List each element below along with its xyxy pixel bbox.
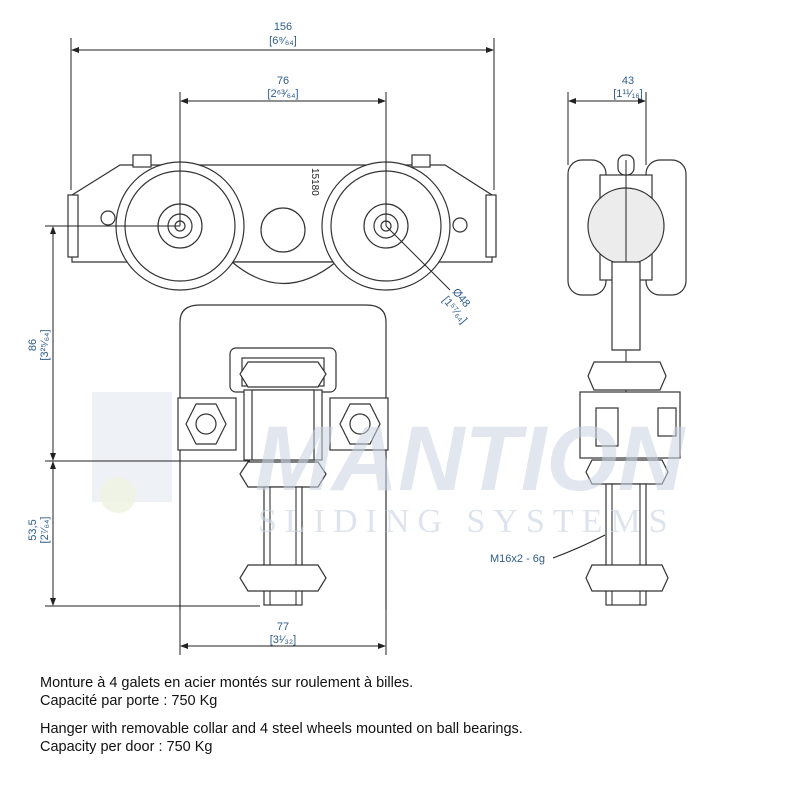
dim-plate-width-inch: [3¹⁄₃₂] — [270, 634, 296, 646]
watermark-logo — [92, 392, 172, 513]
watermark-brand: MANTION — [255, 408, 687, 510]
dim-overall-width: 156 — [274, 21, 292, 33]
dim-plate-width: 77 — [277, 621, 289, 633]
caption-fr-description: Monture à 4 galets en acier montés sur r… — [40, 675, 414, 691]
watermark-tagline: SLIDING SYSTEMS — [258, 503, 676, 540]
dim-side-width-inch: [1¹¹⁄₁₆] — [613, 88, 643, 100]
dim-overall-width-inch: [6⁹⁄₆₄] — [269, 35, 297, 47]
caption-en-capacity: Capacity per door : 750 Kg — [40, 739, 213, 755]
watermark: MANTION SLIDING SYSTEMS — [255, 408, 687, 540]
thread-label: M16x2 - 6g — [490, 553, 545, 565]
caption-en-description: Hanger with removable collar and 4 steel… — [40, 721, 523, 737]
caption-english: Hanger with removable collar and 4 steel… — [40, 720, 523, 756]
part-number: 15180 — [309, 168, 320, 196]
side-view: M16x2 - 6g — [490, 154, 687, 606]
dim-height-upper-inch: [3²⁵⁄₆₄] — [39, 329, 51, 360]
dim-height-lower-inch: [2⁷⁄₆₄] — [39, 517, 51, 544]
caption-french: Monture à 4 galets en acier montés sur r… — [40, 674, 413, 710]
dim-height-upper: 86 — [27, 339, 39, 351]
dim-wheel-spacing-inch: [2⁶³⁄₆₄] — [267, 88, 298, 100]
dim-wheel-spacing: 76 — [277, 75, 289, 87]
dim-height-lower: 53,5 — [27, 519, 39, 540]
front-view: 15180 — [67, 154, 497, 610]
caption-fr-capacity: Capacité par porte : 750 Kg — [40, 693, 218, 709]
dim-side-width: 43 — [622, 75, 634, 87]
